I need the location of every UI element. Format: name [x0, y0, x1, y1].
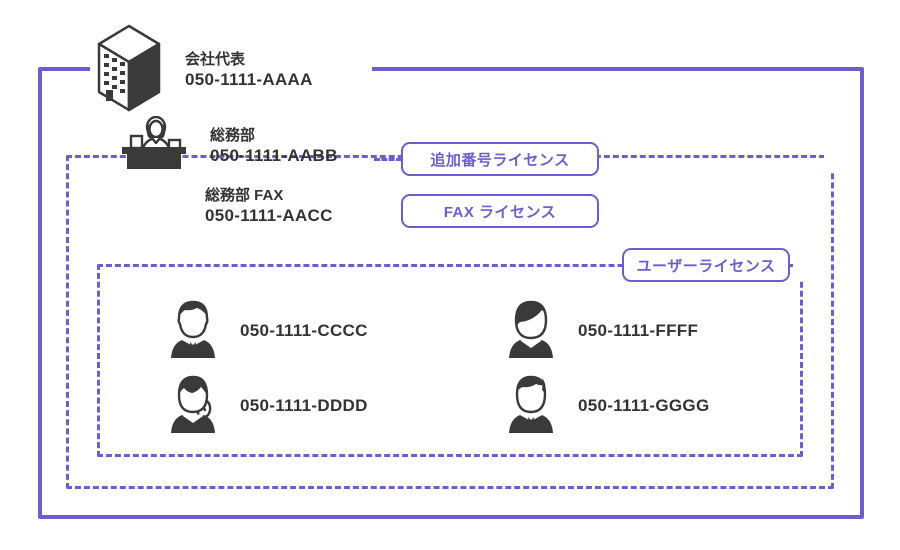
user-cell: 050-1111-DDDD — [168, 373, 368, 438]
user-number: 050-1111-FFFF — [578, 320, 699, 340]
department-badge-connector — [374, 158, 402, 161]
department-fax-number: 050-1111-AACC — [205, 206, 333, 226]
department-label: 総務部 — [210, 127, 256, 145]
woman-ponytail-avatar-icon — [168, 373, 218, 438]
user-cell: 050-1111-GGGG — [506, 373, 709, 438]
company-boundary-box — [38, 67, 864, 519]
user-cell: 050-1111-CCCC — [168, 298, 368, 363]
company-label: 会社代表 — [185, 51, 246, 69]
woman-avatar-icon — [506, 298, 556, 363]
reception-desk-icon — [118, 115, 190, 177]
user-group-box-right-gap — [793, 256, 815, 280]
department-box-right-gap — [824, 148, 846, 172]
company-boundary-top-gap — [90, 60, 372, 76]
user-cell: 050-1111-FFFF — [506, 298, 698, 363]
man-avatar-icon — [168, 298, 218, 363]
office-building-icon — [95, 24, 163, 117]
user-number: 050-1111-GGGG — [578, 395, 710, 415]
department-fax-row: 総務部 FAX 050-1111-AACC — [205, 186, 333, 227]
man-styled-hair-avatar-icon — [506, 373, 556, 438]
company-representative-row: 会社代表 050-1111-AAAA — [95, 24, 313, 117]
department-row: 総務部 050-1111-AABB — [118, 115, 338, 177]
badge-fax-license[interactable]: FAX ライセンス — [401, 194, 599, 228]
company-number: 050-1111-AAAA — [185, 70, 313, 90]
user-group-boundary-box — [97, 264, 803, 457]
company-representative-text: 会社代表 050-1111-AAAA — [185, 50, 313, 91]
user-number: 050-1111-DDDD — [240, 395, 368, 415]
badge-user-license[interactable]: ユーザーライセンス — [622, 248, 790, 282]
department-fax-label: 総務部 FAX — [205, 187, 284, 204]
badge-additional-number-license[interactable]: 追加番号ライセンス — [401, 142, 599, 176]
department-number: 050-1111-AABB — [210, 146, 338, 166]
user-number: 050-1111-CCCC — [240, 320, 368, 340]
department-text: 総務部 050-1111-AABB — [210, 126, 338, 167]
